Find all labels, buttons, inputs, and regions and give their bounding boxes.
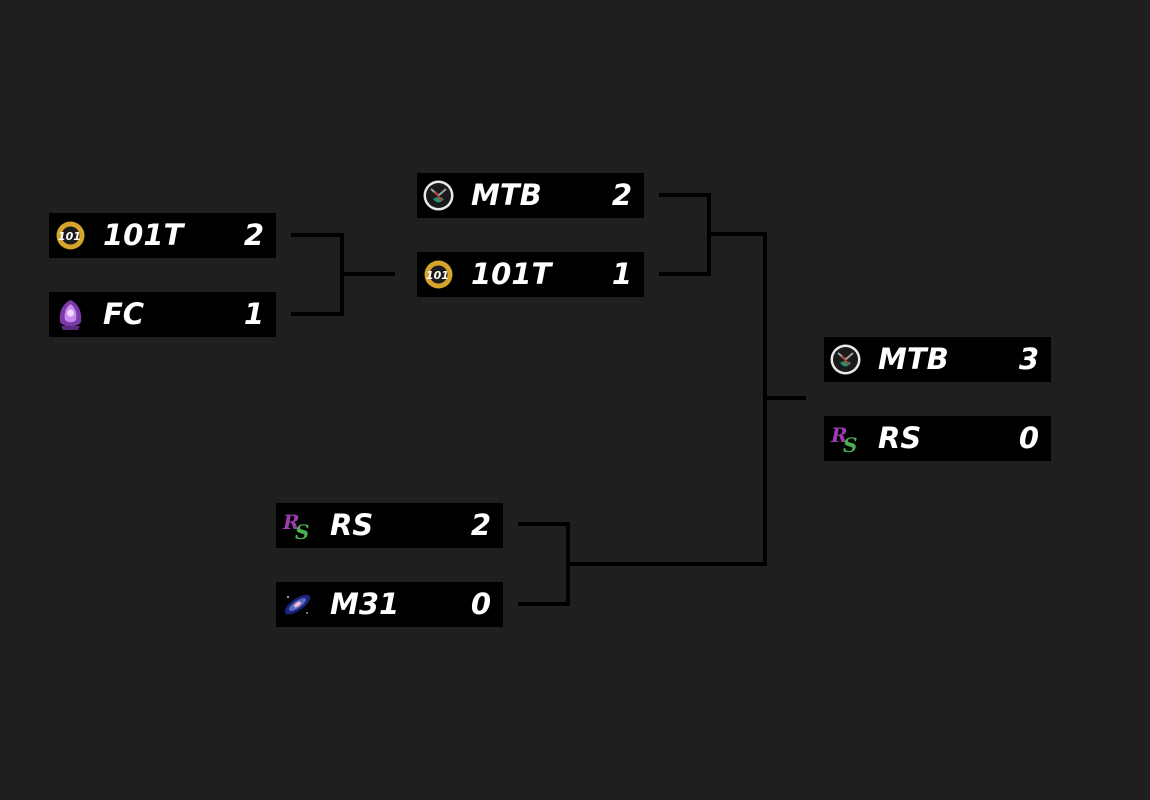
team-card-r1a-bottom[interactable]: FC 1 [49,292,276,337]
101t-logo-icon: 101 [424,260,453,289]
team-name: FC [103,297,145,331]
team-card-r1b-bottom[interactable]: M31 0 [276,582,503,627]
connector-r1b [518,522,765,606]
team-score: 3 [1018,342,1039,376]
team-score: 1 [243,297,264,331]
team-score: 0 [1018,421,1039,455]
svg-text:R: R [830,423,848,447]
team-score: 2 [470,508,491,542]
connector-r1a [291,233,395,316]
team-name: 101T [103,218,184,252]
mtb-logo-icon [423,180,454,211]
team-card-r1b-top[interactable]: R S RS 2 [276,503,503,548]
team-card-final-bottom[interactable]: R S RS 0 [824,416,1051,461]
team-score: 2 [243,218,264,252]
svg-text:R: R [282,510,300,534]
rs-logo-icon: R S [830,423,857,455]
mtb-logo-icon [830,344,861,375]
connector-final [763,232,806,566]
m31-logo-icon [284,594,311,615]
101t-logo-icon: 101 [56,221,85,250]
team-name: RS [878,421,922,455]
team-card-r2-bottom[interactable]: 101 101T 1 [417,252,644,297]
team-score: 2 [611,178,632,212]
team-card-r1a-top[interactable]: 101 101T 2 [49,213,276,258]
team-name: MTB [471,178,542,212]
svg-text:S: S [295,520,309,542]
fc-logo-icon [59,300,82,330]
team-card-final-top[interactable]: MTB 3 [824,337,1051,382]
svg-text:101: 101 [58,230,81,243]
team-card-r2-top[interactable]: MTB 2 [417,173,644,218]
svg-text:101: 101 [426,269,449,282]
rs-logo-icon: R S [282,510,309,542]
svg-text:S: S [843,433,857,455]
team-score: 1 [611,257,632,291]
team-score: 0 [470,587,491,621]
team-name: MTB [878,342,949,376]
team-name: M31 [330,587,400,621]
team-name: RS [330,508,374,542]
team-name: 101T [471,257,552,291]
connector-r2 [659,193,765,276]
